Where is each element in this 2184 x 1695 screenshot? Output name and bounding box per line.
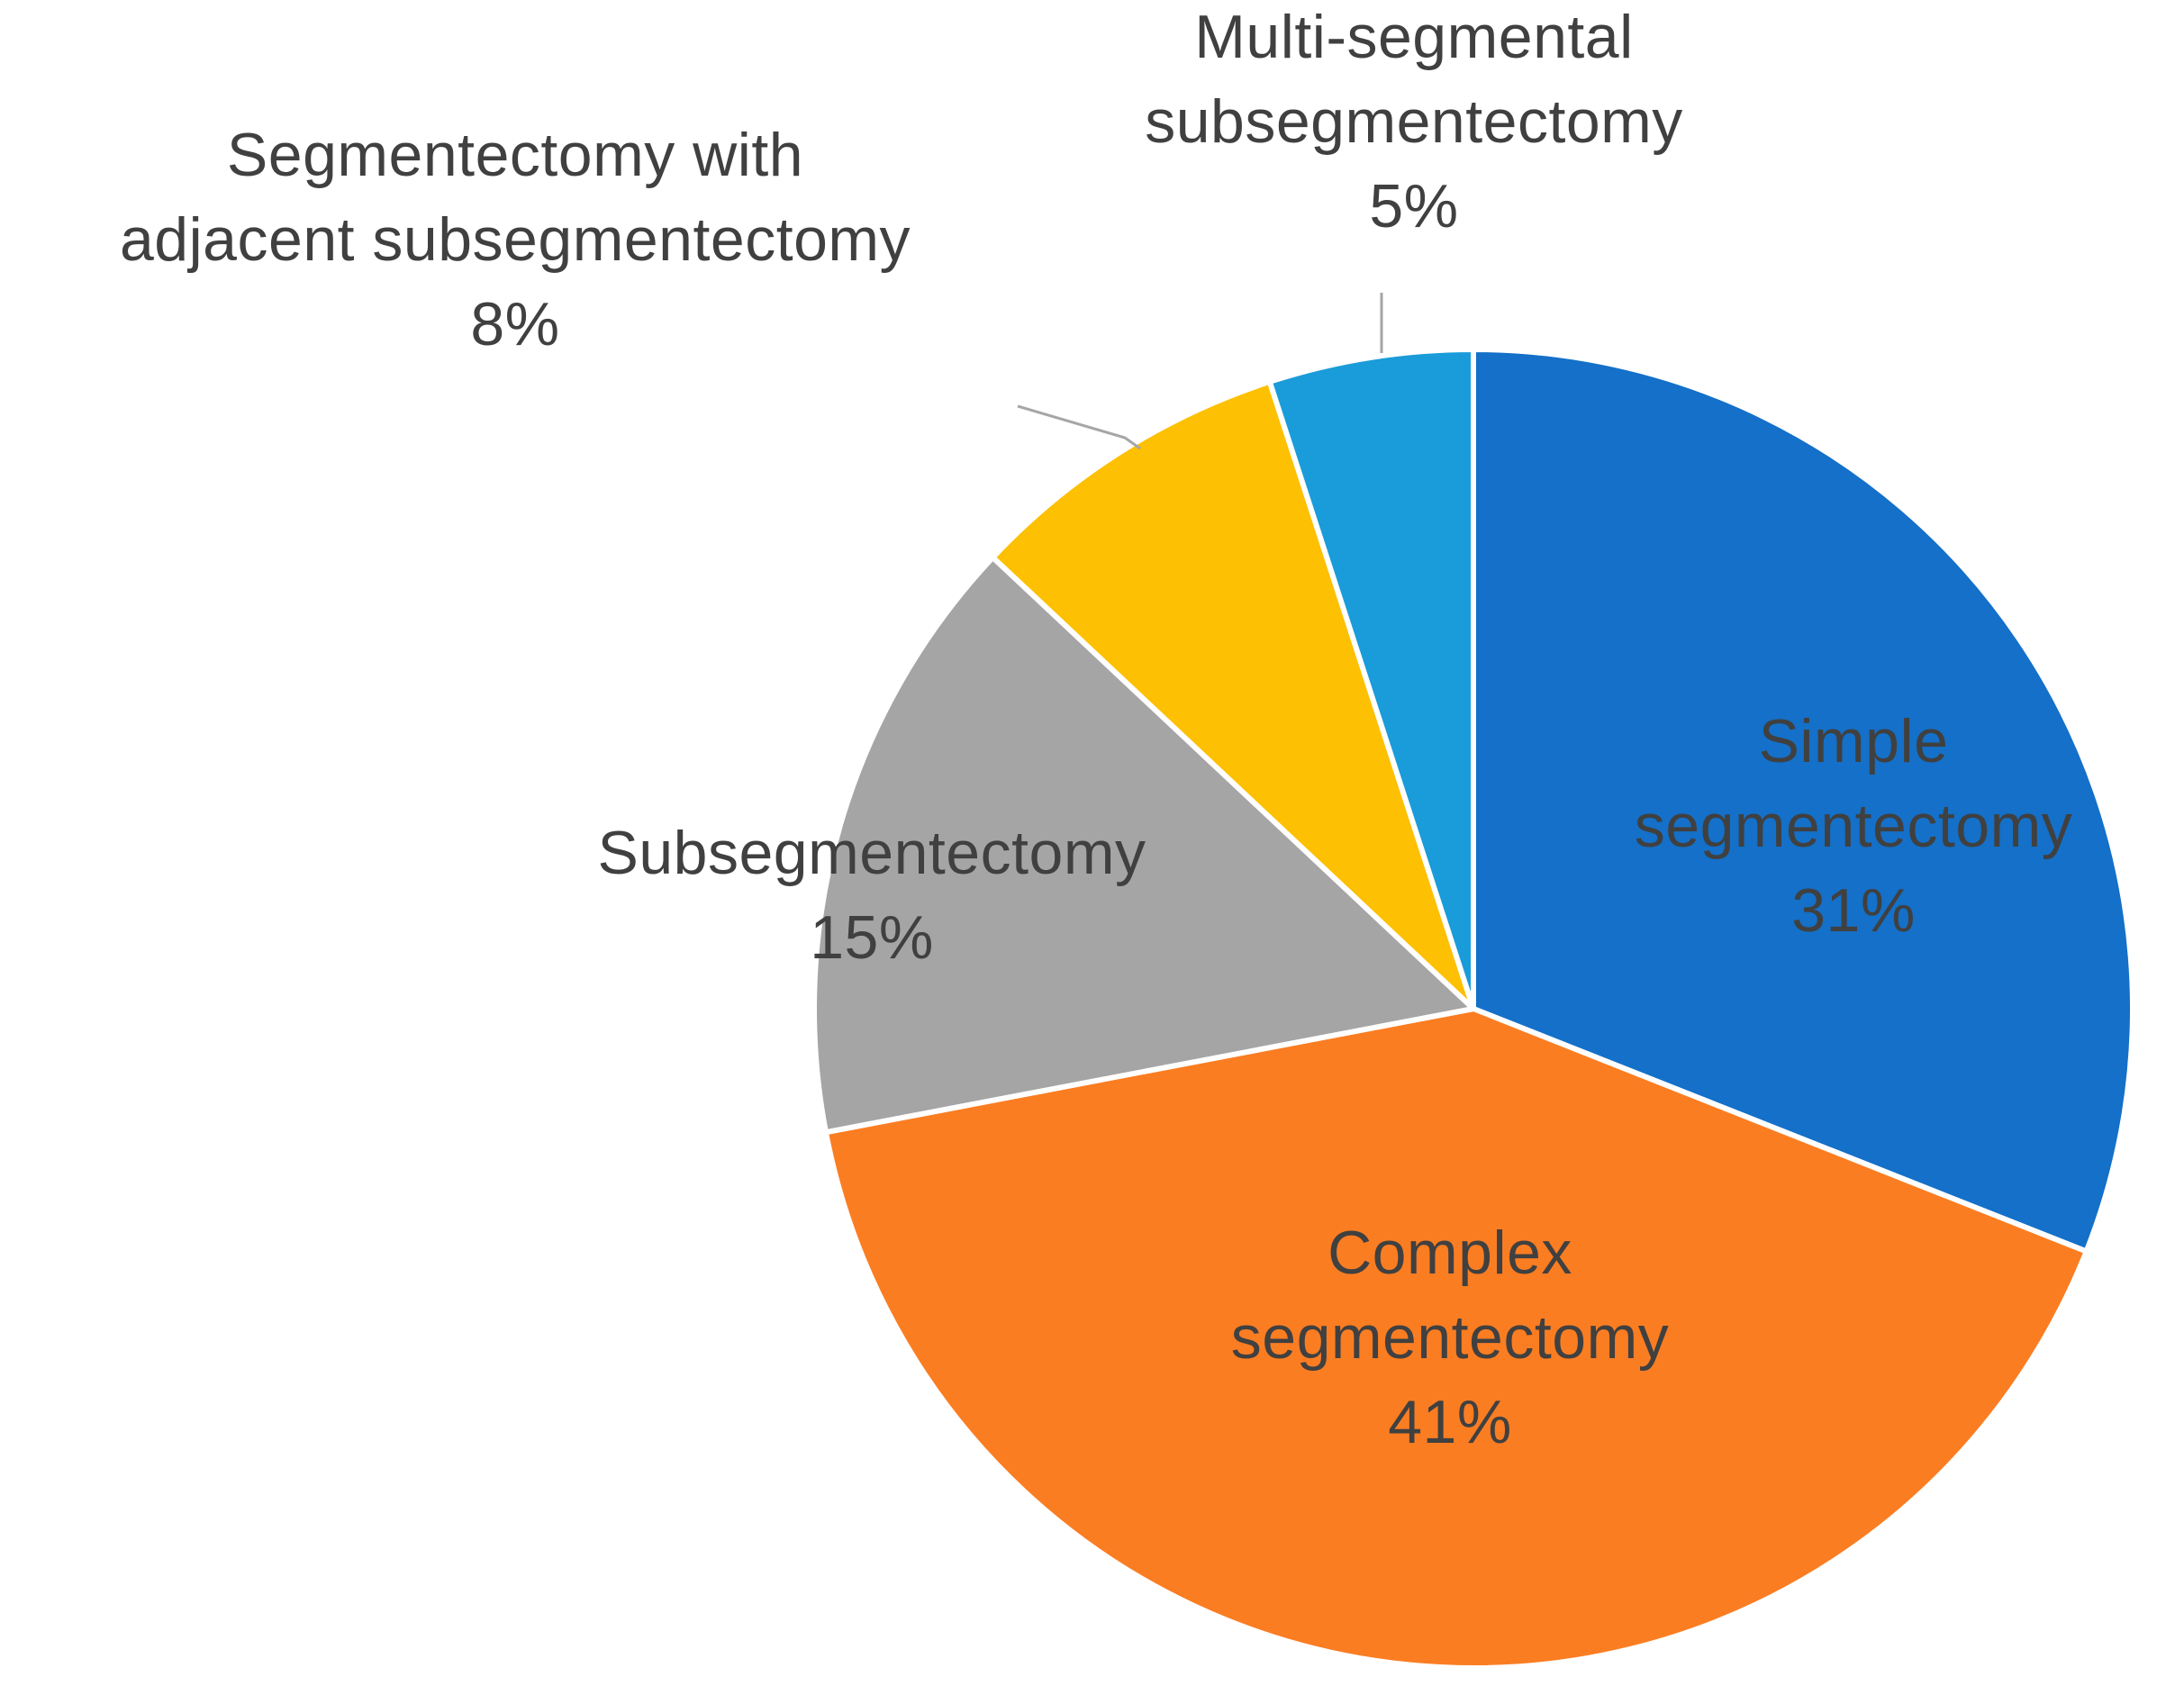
slice-name-line: segmentectomy bbox=[1635, 792, 2072, 860]
pie-slice-simple-segmentectomy bbox=[1471, 347, 2135, 1255]
slice-percent: 41% bbox=[1388, 1388, 1512, 1456]
pie-slice-multi-segmental-subsegmentectomy bbox=[1266, 347, 1476, 1011]
slice-percent: 31% bbox=[1791, 876, 1916, 945]
slice-label-subsegmentectomy: Subsegmentectomy 15% bbox=[598, 819, 1146, 972]
pie-slice-complex-segmentectomy bbox=[822, 1006, 2089, 1671]
slice-label-segmentectomy-with-adjacent-subsegmentectomy: Segmentectomy with adjacent subsegmentect… bbox=[120, 121, 911, 358]
slice-percent: 15% bbox=[810, 903, 934, 972]
leader-line-segmentectomy-with-adjacent-subsegmentectomy bbox=[1017, 404, 1141, 450]
slice-labels: Simple segmentectomy 31% Complex segmentecto… bbox=[120, 3, 2072, 1456]
slice-name-line: Multi-segmental bbox=[1194, 3, 1633, 71]
pie-slice-subsegmentectomy bbox=[811, 554, 1476, 1136]
slice-name-line: subsegmentectomy bbox=[1145, 87, 1683, 156]
slice-percent: 5% bbox=[1369, 172, 1458, 240]
leader-lines bbox=[1017, 293, 1383, 450]
slice-label-multi-segmental-subsegmentectomy: Multi-segmental subsegmentectomy 5% bbox=[1145, 3, 1683, 240]
pie-slice-segmentectomy-with-adjacent-subsegmentectomy bbox=[990, 378, 1476, 1011]
slice-name-line: Segmentectomy with bbox=[227, 121, 803, 189]
pie-slices bbox=[811, 347, 2135, 1671]
slice-name-line: adjacent subsegmentectomy bbox=[120, 205, 911, 274]
slice-name-line: Simple bbox=[1759, 707, 1949, 775]
slice-label-complex-segmentectomy: Complex segmentectomy 41% bbox=[1231, 1219, 1669, 1456]
slice-name-line: Subsegmentectomy bbox=[598, 819, 1146, 887]
slice-name-line: Complex bbox=[1328, 1219, 1572, 1287]
slice-label-simple-segmentectomy: Simple segmentectomy 31% bbox=[1635, 707, 2072, 945]
slice-percent: 8% bbox=[470, 290, 559, 358]
slice-name-line: segmentectomy bbox=[1231, 1303, 1669, 1372]
